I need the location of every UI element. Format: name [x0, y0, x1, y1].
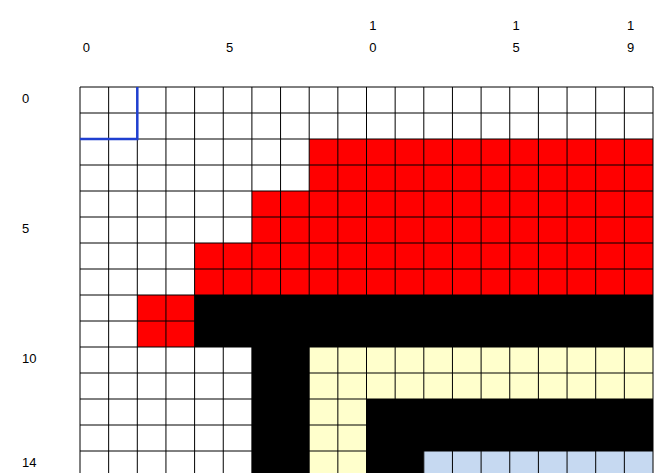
grid-line: [80, 399, 653, 400]
row-index: 14: [22, 455, 36, 471]
grid-line: [80, 113, 653, 114]
column-index: 19: [627, 15, 634, 59]
grid-line: [137, 87, 138, 473]
grid-line: [80, 87, 653, 88]
grid-line: [80, 269, 653, 270]
grid-line: [251, 87, 252, 473]
grid-line: [423, 87, 424, 473]
grid-line: [509, 87, 510, 473]
row-index: 5: [22, 221, 29, 237]
grid-line: [395, 87, 396, 473]
grid-line: [108, 87, 109, 473]
grid-line: [280, 87, 281, 473]
grid-line: [595, 87, 596, 473]
grid-line: [80, 191, 653, 192]
grid-ground: [80, 87, 653, 473]
grid-line: [309, 87, 310, 473]
start-marker: [80, 87, 137, 139]
grid-line: [538, 87, 539, 473]
grid-line: [366, 87, 367, 473]
column-index: 0: [83, 37, 90, 59]
grid-line: [80, 217, 653, 218]
grid-line: [624, 87, 625, 473]
grid-line: [80, 165, 653, 166]
grid-line: [337, 87, 338, 473]
column-index: 5: [226, 37, 233, 59]
grid-line: [80, 373, 653, 374]
grid-line: [653, 87, 654, 473]
grid-line: [80, 87, 81, 473]
row-index: 10: [22, 351, 36, 367]
grid-line: [194, 87, 195, 473]
grid-line: [80, 425, 653, 426]
grid-line: [80, 451, 653, 452]
column-index: 15: [512, 15, 519, 59]
grid-line: [80, 139, 653, 140]
grid-line: [80, 243, 653, 244]
grid-line: [80, 347, 653, 348]
grid-line: [165, 87, 166, 473]
grid-line: [452, 87, 453, 473]
row-index: 0: [22, 91, 29, 107]
grid-line: [223, 87, 224, 473]
grid-line: [481, 87, 482, 473]
grid-line: [80, 321, 653, 322]
grid-line: [80, 295, 653, 296]
grid-line: [567, 87, 568, 473]
column-index: 10: [369, 15, 376, 59]
